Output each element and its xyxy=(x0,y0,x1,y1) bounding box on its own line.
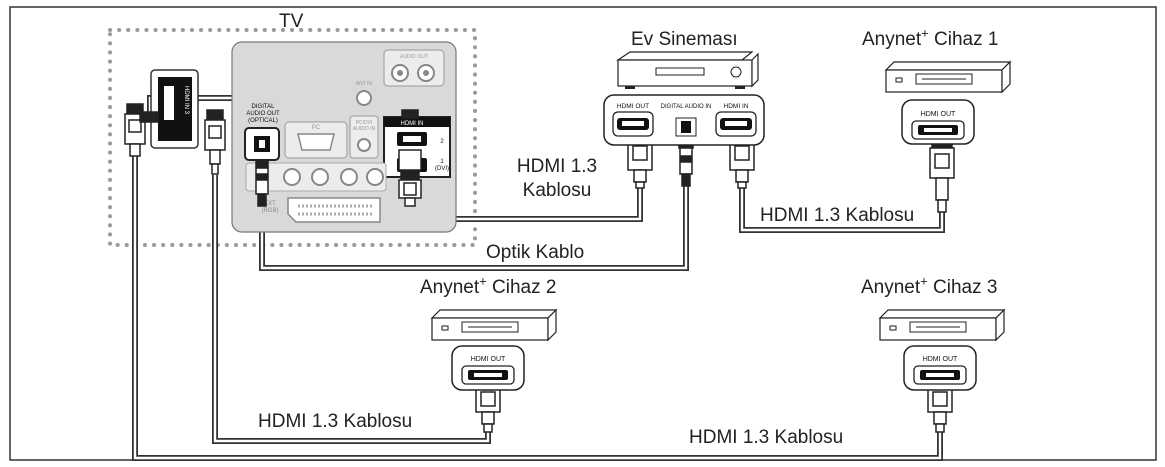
device1-plus: + xyxy=(921,25,929,41)
tv-dao-line3: (OPTICAL) xyxy=(248,118,278,124)
tv-hdmi-in-3-label: HDMI IN 3 xyxy=(183,86,189,115)
tv-dao-line1: DIGITAL xyxy=(252,104,276,110)
device1-port-hdmi-out: HDMI OUT xyxy=(921,111,956,118)
ht-port-digital-audio-in: DIGITAL AUDIO IN xyxy=(661,104,712,110)
device1-label: Anynet+ Cihaz 1 xyxy=(862,27,999,50)
tv-hdmi-1-num: 1 xyxy=(440,159,444,165)
device3-port-hdmi-out: HDMI OUT xyxy=(923,356,958,363)
plug-tv-hdmi2 xyxy=(401,109,419,119)
tv-hdmi-in-label: HDMI IN xyxy=(401,121,424,127)
device2-plus: + xyxy=(479,273,487,289)
tv-ext-label: EXT(RGB) xyxy=(262,201,279,214)
optical-cable-label: Optik Kablo xyxy=(486,242,585,263)
hdmi-cable-label-line1: HDMI 1.3 xyxy=(516,156,598,177)
device1-prefix: Anynet xyxy=(862,29,922,50)
device3-prefix: Anynet xyxy=(861,277,921,298)
ht-port-hdmi-out: HDMI OUT xyxy=(617,103,649,110)
tv-hdmi-1-label: 1(DVI) xyxy=(435,159,449,172)
tv-label: TV xyxy=(279,11,304,32)
device2-suffix: Cihaz 2 xyxy=(486,277,557,298)
hdmi-cable-label-device2: HDMI 1.3 Kablosu xyxy=(258,411,413,432)
tv-ext-line2: (RGB) xyxy=(262,208,279,214)
tv-side-hdmi-in-3: HDMI IN 3 xyxy=(150,69,199,149)
hdmi-cable-label-line2: Kablosu xyxy=(522,180,592,201)
tv-boundary xyxy=(108,28,477,247)
tv-hdmi-2-label: 2 xyxy=(440,139,444,145)
tv-ant-in-label: ANT IN xyxy=(356,81,373,87)
tv-pcdvi-line1: PC/DVI xyxy=(356,120,373,126)
tv-dao-line2: AUDIO OUT xyxy=(246,111,280,117)
device3-plus: + xyxy=(920,273,928,289)
tv-pcdvi-line2: AUDIO IN xyxy=(353,126,376,132)
anynet-device-3: HDMI OUT xyxy=(878,308,1006,391)
tv-pc-label: PC xyxy=(312,125,321,131)
tv-audio-out-label: AUDIO OUT xyxy=(400,54,428,60)
device2-prefix: Anynet xyxy=(420,277,480,298)
ht-port-hdmi-in: HDMI IN xyxy=(724,103,749,110)
tv-ext-line1: EXT xyxy=(264,201,276,207)
anynet-device-2: HDMI OUT xyxy=(430,308,558,391)
hdmi-cable-label-tv-hometheater: HDMI 1.3 Kablosu xyxy=(505,155,609,203)
device2-label: Anynet+ Cihaz 2 xyxy=(420,275,557,298)
hdmi-cable-label-device3: HDMI 1.3 Kablosu xyxy=(689,427,844,448)
plug-device1 xyxy=(929,137,955,213)
device1-suffix: Cihaz 1 xyxy=(928,29,999,50)
tv-rear-panel: AUDIO OUT ANT IN HDMI IN 2 1(DVI) DIGITA… xyxy=(231,41,457,233)
device3-suffix: Cihaz 3 xyxy=(927,277,998,298)
hdmi-cable-label-device1: HDMI 1.3 Kablosu xyxy=(760,205,915,226)
device2-port-hdmi-out: HDMI OUT xyxy=(471,356,506,363)
tv-hdmi-1-dvi: (DVI) xyxy=(435,166,449,172)
home-theater: HDMI OUT DIGITAL AUDIO IN HDMI IN xyxy=(603,51,765,146)
plug-tv-hdmi1 xyxy=(398,149,422,207)
plug-tv-optical xyxy=(255,159,269,207)
home-theater-label: Ev Sineması xyxy=(631,29,738,50)
plug-hdmi-in3 xyxy=(139,111,159,123)
anynet-device-1: HDMI OUT xyxy=(884,60,1012,145)
plug-device2-tv xyxy=(204,109,226,175)
device3-label: Anynet+ Cihaz 3 xyxy=(861,275,998,298)
